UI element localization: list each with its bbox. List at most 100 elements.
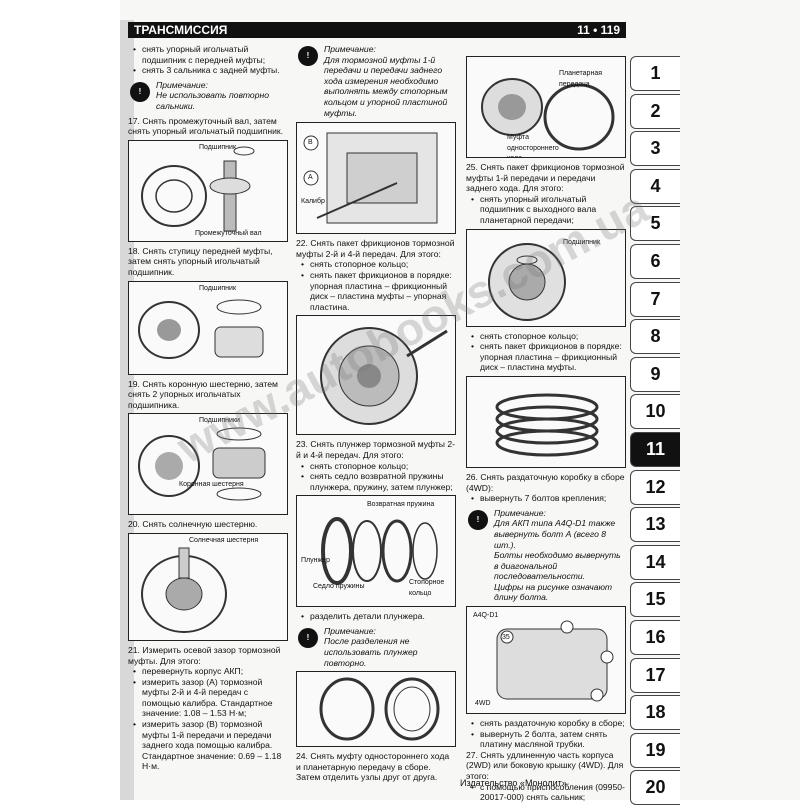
chapter-tab-8[interactable]: 8 xyxy=(630,319,680,355)
figure-label: А xyxy=(308,174,313,182)
figure-17-drawing xyxy=(141,146,255,232)
chapter-tab-9[interactable]: 9 xyxy=(630,356,680,392)
figure-label: Солнечная шестерня xyxy=(189,536,259,544)
chapter-tab-6[interactable]: 6 xyxy=(630,243,680,279)
figure-22 xyxy=(296,315,456,436)
note-text: Для тормозной муфты 1-й передачи и перед… xyxy=(324,54,448,118)
chapter-tab-14[interactable]: 14 xyxy=(630,544,680,580)
chapter-tab-10[interactable]: 10 xyxy=(630,394,680,430)
note-label: Примечание: xyxy=(324,625,376,636)
chapter-tab-12[interactable]: 12 xyxy=(630,469,680,505)
bullet: с помощью приспособления (09950-20017-00… xyxy=(466,782,626,803)
chapter-tab-13[interactable]: 13 xyxy=(630,507,680,543)
bullet: снять раздаточную коробку в сборе; xyxy=(466,718,626,729)
step-27: 27. Снять удлиненную часть корпуса (2WD)… xyxy=(466,749,624,782)
figure-label: Промежуточный вал xyxy=(195,229,262,237)
note-text: После разделения не использовать плунжер… xyxy=(324,636,418,668)
bullet: снять пакет фрикционов в порядке: упорна… xyxy=(296,270,456,312)
figure-label: Подшипники xyxy=(199,417,240,425)
figure-20: Солнечная шестерня xyxy=(128,532,288,641)
note-icon: ! xyxy=(298,46,318,66)
figure-17: Подшипник Промежуточный вал xyxy=(128,139,288,242)
bullet: снять упорный игольчатый подшипник с пер… xyxy=(128,44,288,65)
figure-23: Возвратная пружина Плунжер Седло пружины… xyxy=(296,495,456,608)
bullet: вывернуть 2 болта, затем снять платину м… xyxy=(466,729,626,750)
figure-25b xyxy=(466,375,626,468)
step-17: 17. Снять промежуточный вал, затем снять… xyxy=(128,115,284,137)
note-block: ! Примечание: Не использовать повторно с… xyxy=(128,80,288,112)
chapter-tab-11[interactable]: 11 xyxy=(630,431,680,467)
note-icon: ! xyxy=(130,81,150,102)
figure-24a xyxy=(296,671,456,748)
chapter-tab-19[interactable]: 19 xyxy=(630,732,680,768)
note-block: ! Примечание: После разделения не исполь… xyxy=(296,626,456,668)
figure-label: Плунжер xyxy=(301,557,330,565)
figure-label: Коронная шестерня xyxy=(179,481,244,489)
step-23: 23. Снять плунжер тормозной муфты 2-й и … xyxy=(296,439,456,460)
bullet: измерить зазор (В) тормозной муфты 1-й п… xyxy=(128,719,288,772)
step-22: 22. Снять пакет фрикционов тормозной муф… xyxy=(296,238,455,259)
figure-26: A4Q-D1 4WD 35 xyxy=(466,606,626,715)
step-24: 24. Снять муфту одностороннего хода и пл… xyxy=(296,751,450,783)
chapter-tab-15[interactable]: 15 xyxy=(630,582,680,618)
column-3: Планетарная передача Муфта одностороннег… xyxy=(466,56,626,803)
column-2: ! Примечание: Для тормозной муфты 1-й пе… xyxy=(296,44,456,783)
chapter-tab-5[interactable]: 5 xyxy=(630,206,680,242)
chapter-tab-20[interactable]: 20 xyxy=(630,770,680,806)
bullet: снять стопорное кольцо; xyxy=(296,461,456,472)
bullet: снять седло возвратной пружины плунжера,… xyxy=(296,471,456,492)
figure-25-drawing xyxy=(488,242,566,321)
publisher-footer: Издательство «Монолит» xyxy=(460,778,567,788)
figure-label: A4Q-D1 xyxy=(473,612,499,620)
chapter-tab-18[interactable]: 18 xyxy=(630,695,680,731)
step-25: 25. Снять пакет фрикционов тормозной муф… xyxy=(466,162,625,194)
note-icon: ! xyxy=(468,509,488,530)
figure-label: Калибр xyxy=(301,198,325,206)
step-19: 19. Снять коронную шестерню, затем снять… xyxy=(128,378,278,410)
figure-label: Подшипник xyxy=(199,143,237,151)
figure-label: Стопорное кольцо xyxy=(409,579,445,597)
figure-18: Подшипник xyxy=(128,280,288,375)
figure-label: Подшипник xyxy=(199,284,237,292)
note-icon: ! xyxy=(298,627,318,648)
figure-label: Муфта одностороннего хода xyxy=(507,134,559,157)
note-text: Цифры на рисунке означают длину болта. xyxy=(494,581,613,603)
note-label: Примечание: xyxy=(324,44,376,54)
note-text: Болты необходимо вывернуть в диагонально… xyxy=(494,550,621,582)
figure-label: Возвратная пружина xyxy=(367,501,435,509)
chapter-tab-4[interactable]: 4 xyxy=(630,168,680,204)
chapter-tab-7[interactable]: 7 xyxy=(630,281,680,317)
page-header: ТРАНСМИССИЯ 11 • 119 xyxy=(128,22,626,38)
step-20: 20. Снять солнечную шестерню. xyxy=(128,519,258,530)
figure-23-drawing xyxy=(321,517,438,586)
figure-label: В xyxy=(308,139,313,147)
figure-24-drawing xyxy=(481,78,615,151)
figure-21: В А Калибр xyxy=(296,122,456,235)
figure-24a-drawing xyxy=(319,677,440,741)
figure-25: Подшипник xyxy=(466,228,626,327)
bullet: перевернуть корпус АКП; xyxy=(128,666,288,677)
bullet: вывернуть 7 болтов крепления; xyxy=(466,493,626,504)
figure-label: 35 xyxy=(502,634,510,642)
figure-21-drawing xyxy=(303,132,438,224)
bullet: измерить зазор (А) тормозной муфты 2-й и… xyxy=(128,677,288,719)
step-26: 26. Снять раздаточную коробку в сборе (4… xyxy=(466,471,625,493)
chapter-tab-1[interactable]: 1 xyxy=(630,56,680,91)
note-label: Примечание: xyxy=(494,507,546,518)
chapter-tab-3[interactable]: 3 xyxy=(630,131,680,167)
figure-19-drawing xyxy=(138,427,266,501)
page-number: 11 • 119 xyxy=(577,23,620,37)
bullet: снять 3 сальника с задней муфты. xyxy=(128,65,288,76)
figure-label: Седло пружины xyxy=(313,583,365,591)
note-label: Примечание: xyxy=(156,79,208,90)
figure-label: Планетарная передача xyxy=(559,70,602,88)
bullet: снять стопорное кольцо; xyxy=(296,259,456,270)
chapter-tab-2[interactable]: 2 xyxy=(630,93,680,129)
note-block: ! Примечание: Для АКП типа A4Q-D1 также … xyxy=(466,508,626,603)
bullet: снять пакет фрикционов в порядке: упорна… xyxy=(466,341,626,373)
chapter-tab-17[interactable]: 17 xyxy=(630,657,680,693)
chapter-tab-16[interactable]: 16 xyxy=(630,619,680,655)
bullet: снять стопорное кольцо; xyxy=(466,331,626,342)
bullet: снять упорный игольчатый подшипник с вых… xyxy=(466,194,626,226)
